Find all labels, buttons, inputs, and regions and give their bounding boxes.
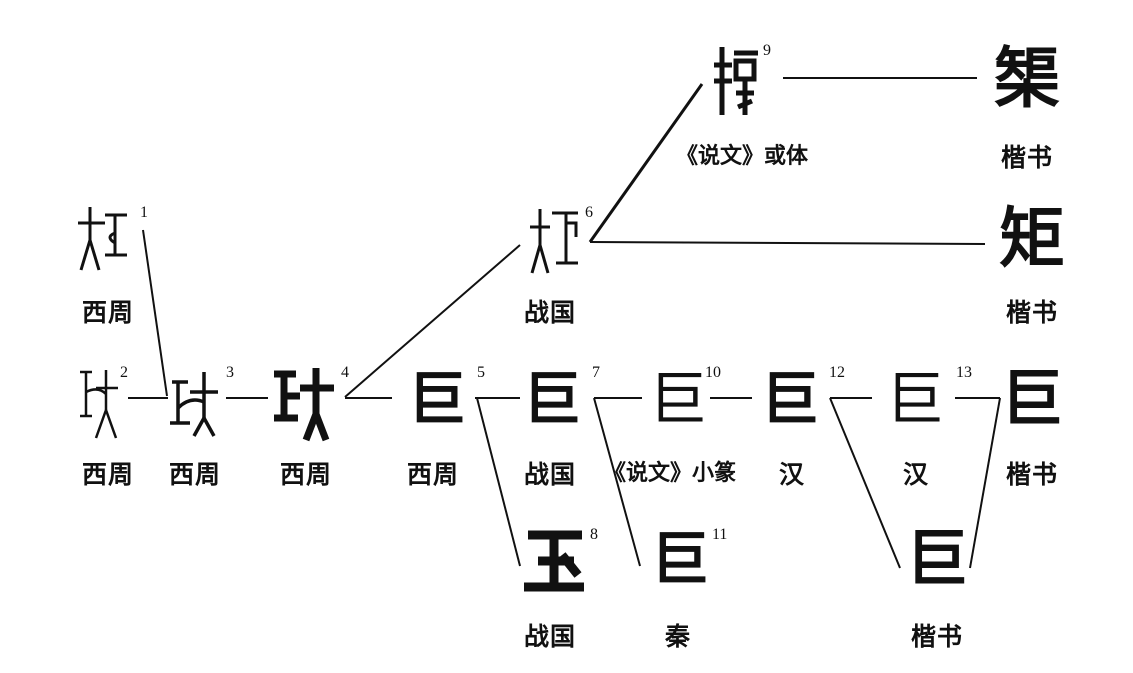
glyph-11: 巨 [650, 525, 710, 593]
glyph-10: 巨 [648, 365, 708, 433]
modern-glyph-ju-bottom: 巨 [905, 522, 969, 595]
node-number-12: 12 [829, 364, 845, 381]
node-label-9: 《说文》或体 [675, 143, 809, 169]
glyph-2-icon [80, 370, 118, 439]
modern-glyph-qu: 榘 [994, 39, 1060, 117]
node-label-11: 秦 [664, 622, 692, 651]
node-number-4: 4 [341, 364, 349, 381]
node-label-6: 战国 [523, 298, 577, 327]
node-label-8: 战国 [523, 622, 577, 651]
node-number-11: 11 [712, 526, 728, 543]
node-number-6: 6 [585, 204, 593, 221]
modern-label-ju: 楷书 [1005, 460, 1059, 489]
node-number-2: 2 [120, 364, 128, 381]
connector-ju-kaishu [969, 397, 1001, 569]
node-label-3: 西周 [168, 460, 222, 489]
connector-6-ju-square [589, 241, 986, 245]
node-label-1: 西周 [81, 298, 135, 327]
node-label-7: 战国 [523, 460, 577, 489]
glyph-13: 巨 [885, 365, 945, 433]
node-number-3: 3 [226, 364, 234, 381]
modern-glyph-ju: 巨 [1000, 362, 1064, 435]
node-label-2: 西周 [81, 460, 135, 489]
node-label-4: 西周 [279, 460, 333, 489]
node-label-5: 西周 [406, 460, 460, 489]
glyph-1-icon [78, 207, 127, 271]
node-number-13: 13 [956, 364, 972, 381]
connector-7-11 [593, 397, 641, 567]
node-number-5: 5 [477, 364, 485, 381]
glyph-7: 巨 [522, 365, 582, 433]
modern-label-qu: 楷书 [1000, 143, 1054, 172]
glyph-3-icon [170, 372, 218, 437]
node-number-10: 10 [705, 364, 721, 381]
glyph-12: 巨 [760, 365, 820, 433]
connector-5-8 [476, 397, 521, 567]
connector-6-9 [588, 83, 704, 243]
glyph-9-icon [714, 47, 758, 115]
modern-label-ju-bottom: 楷书 [910, 622, 964, 651]
connector-4-6 [344, 244, 521, 398]
glyph-6-icon [530, 209, 578, 274]
modern-label-ju-square: 楷书 [1005, 298, 1059, 327]
node-number-8: 8 [590, 526, 598, 543]
glyph-5: 巨 [407, 365, 467, 433]
glyph-4-icon [274, 368, 334, 442]
connector-12-kaishu [829, 397, 901, 569]
node-number-9: 9 [763, 42, 771, 59]
node-number-7: 7 [592, 364, 600, 381]
modern-glyph-ju-square: 矩 [999, 199, 1065, 277]
glyph-8-icon [524, 530, 584, 592]
node-label-13: 汉 [902, 460, 930, 489]
node-number-1: 1 [140, 204, 148, 221]
node-label-12: 汉 [778, 460, 806, 489]
node-label-10: 《说文》小篆 [603, 460, 737, 486]
connector-1-3 [142, 229, 168, 397]
